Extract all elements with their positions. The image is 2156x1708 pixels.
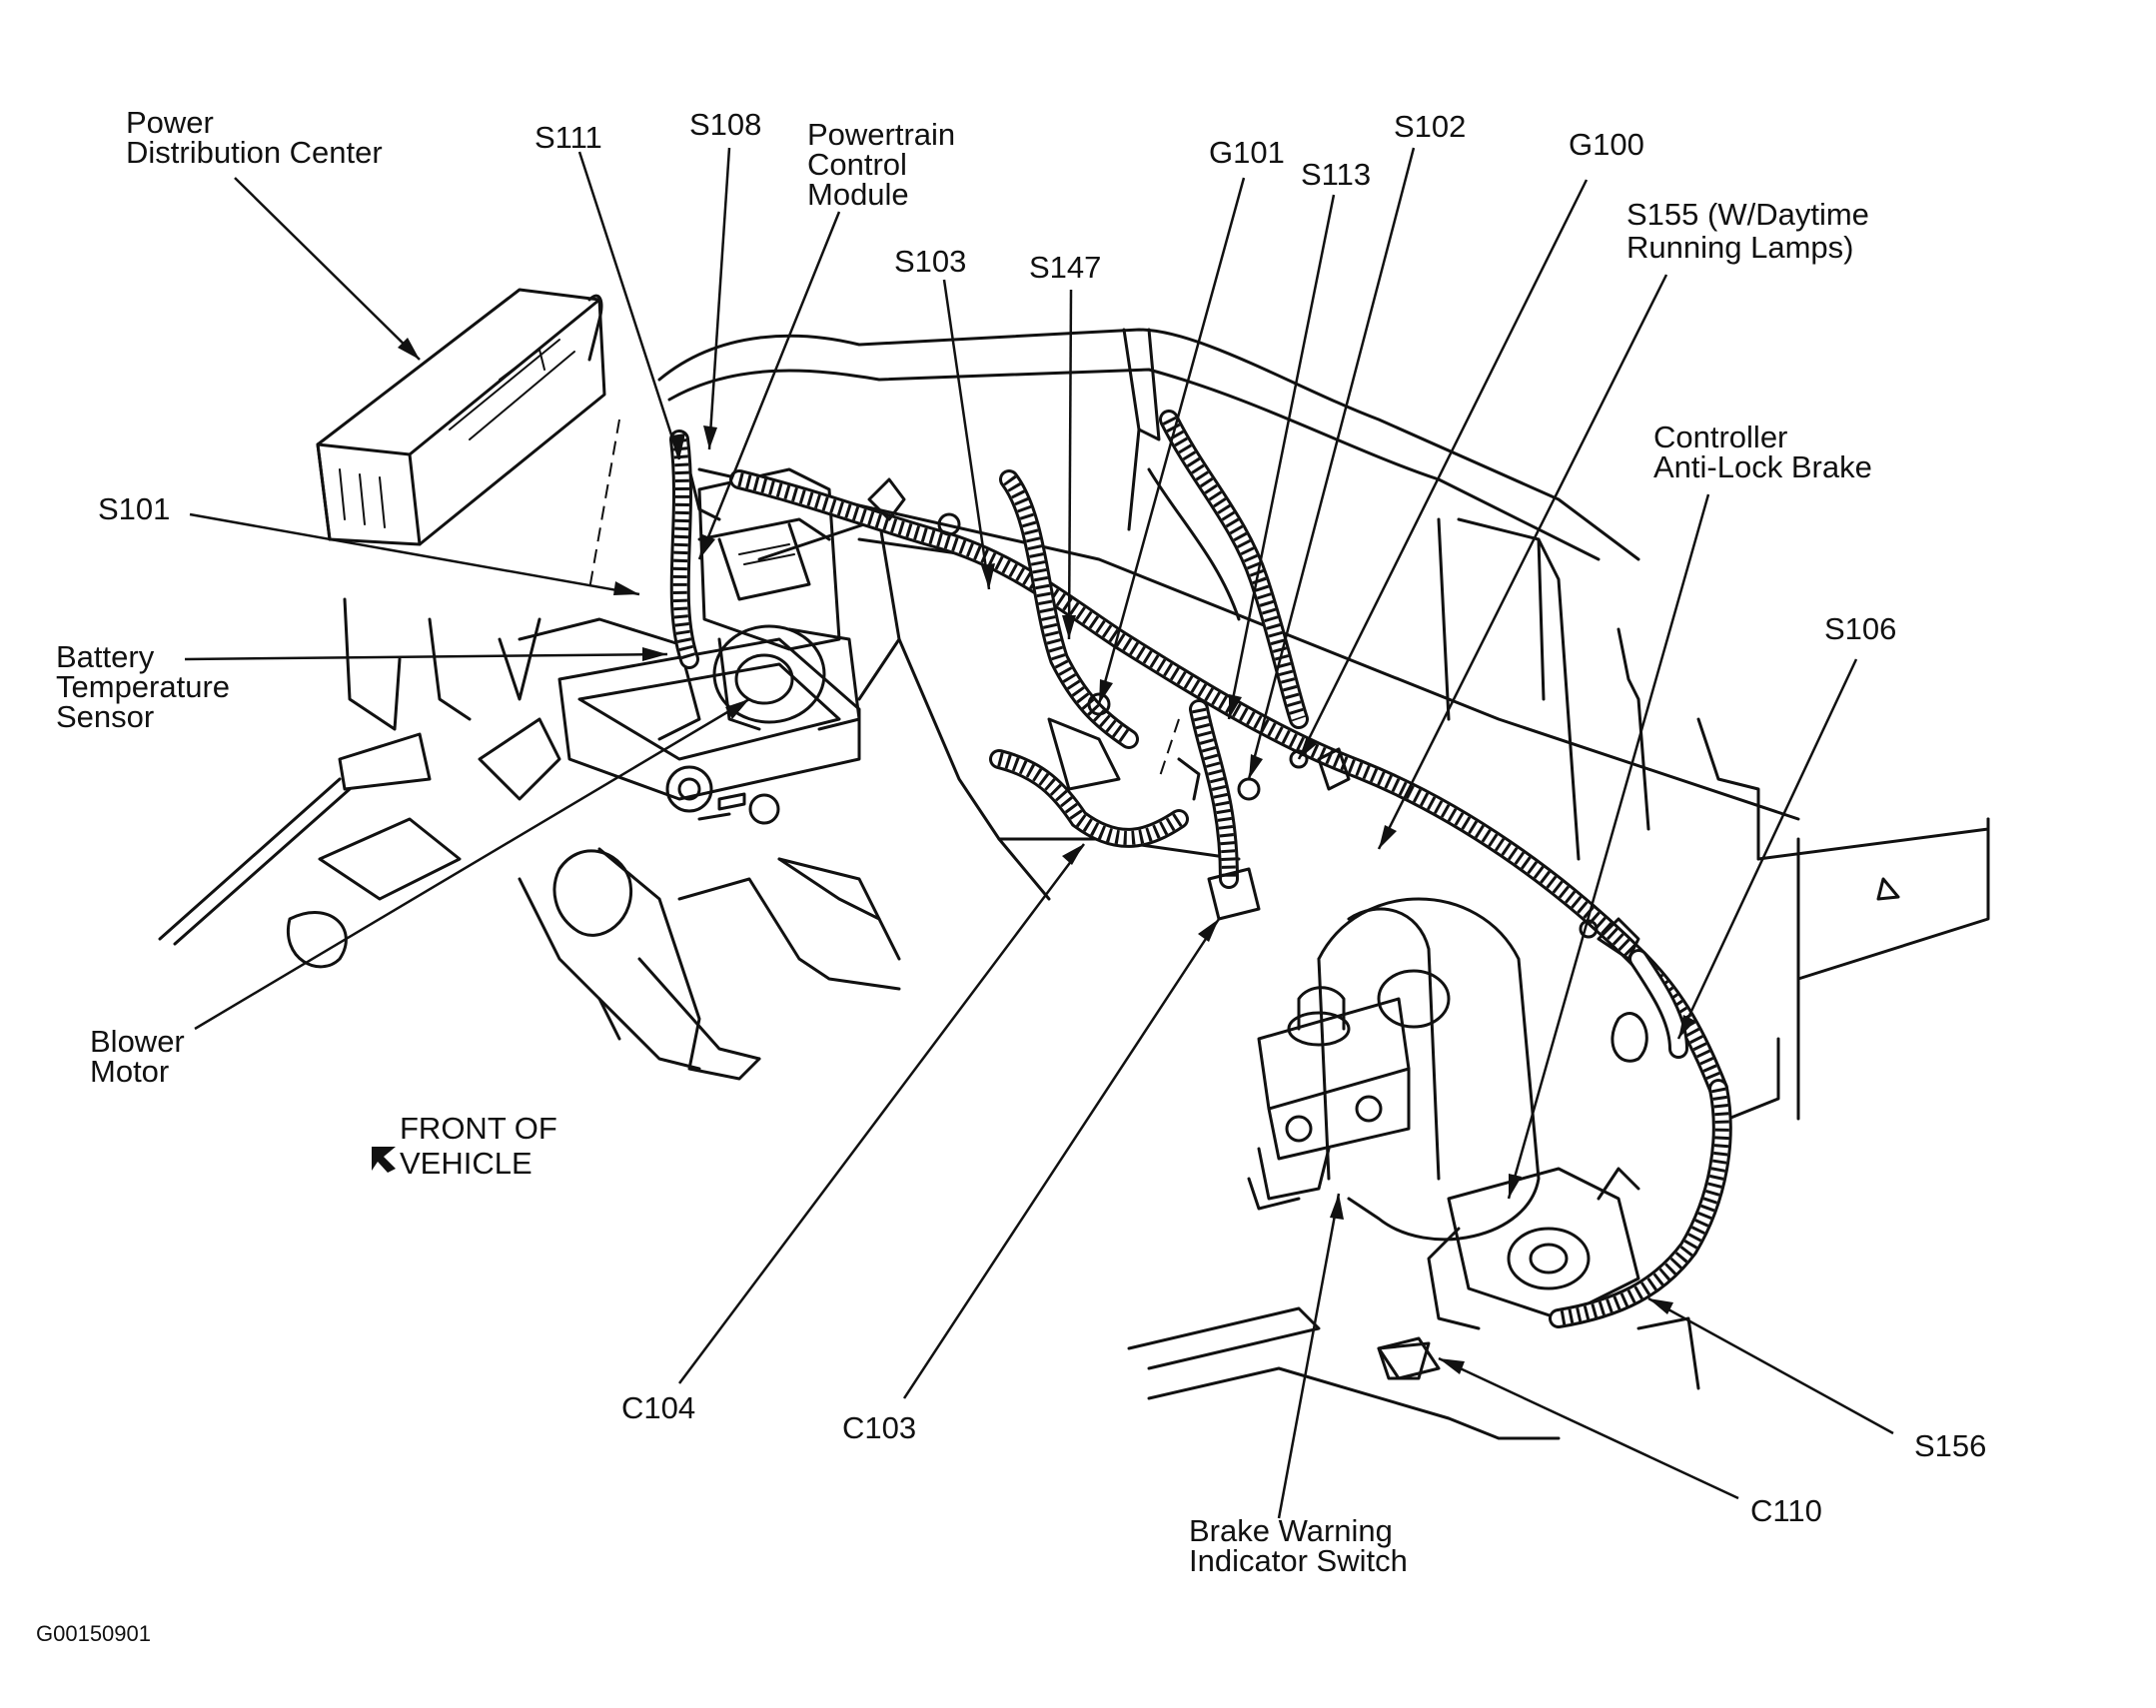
label-power-distribution-center: Power Distribution Center [126,105,383,170]
label-s155: S155 (W/Daytime Running Lamps) [1626,197,1878,265]
abs-controller-drawing [1427,1167,1640,1330]
leader-arrowheads [398,338,1695,1374]
label-s111: S111 [535,120,602,155]
blower-motor-drawing [712,624,861,731]
brake-booster-drawing [1317,897,1541,1242]
label-s106: S106 [1824,611,1896,646]
label-s113: S113 [1301,157,1371,192]
label-s103: S103 [894,244,966,279]
label-brake-warning-indicator-switch: Brake Warning Indicator Switch [1189,1513,1408,1578]
label-s101: S101 [98,491,170,526]
heater-plate-drawing [557,637,861,825]
label-blower-motor: Blower Motor [90,1024,193,1089]
label-abs-controller: Controller Anti-Lock Brake [1653,420,1872,484]
wire-harnesses [669,410,1732,1380]
pcm-drawing [687,467,841,651]
master-cylinder-drawing [1247,986,1411,1211]
label-s147: S147 [1029,250,1101,285]
leader-lines [184,147,1894,1519]
label-s156: S156 [1914,1428,1986,1463]
power-distribution-center-drawing [316,288,606,546]
label-c110: C110 [1750,1493,1822,1528]
label-c104: C104 [621,1390,695,1425]
label-battery-temperature-sensor: Battery Temperature Sensor [56,639,239,734]
arrow-icon [372,1147,396,1173]
label-front-of-vehicle: FRONT OF VEHICLE [400,1111,566,1181]
labels: Power Distribution Center S111 S108 Powe… [36,105,1986,1646]
label-powertrain-control-module: Powertrain Control Module [807,117,964,212]
label-c103: C103 [842,1410,916,1445]
figure-id: G00150901 [36,1621,151,1646]
label-s108: S108 [689,107,761,142]
label-g100: G100 [1569,127,1644,162]
label-s102: S102 [1394,109,1466,144]
label-g101: G101 [1209,135,1285,170]
